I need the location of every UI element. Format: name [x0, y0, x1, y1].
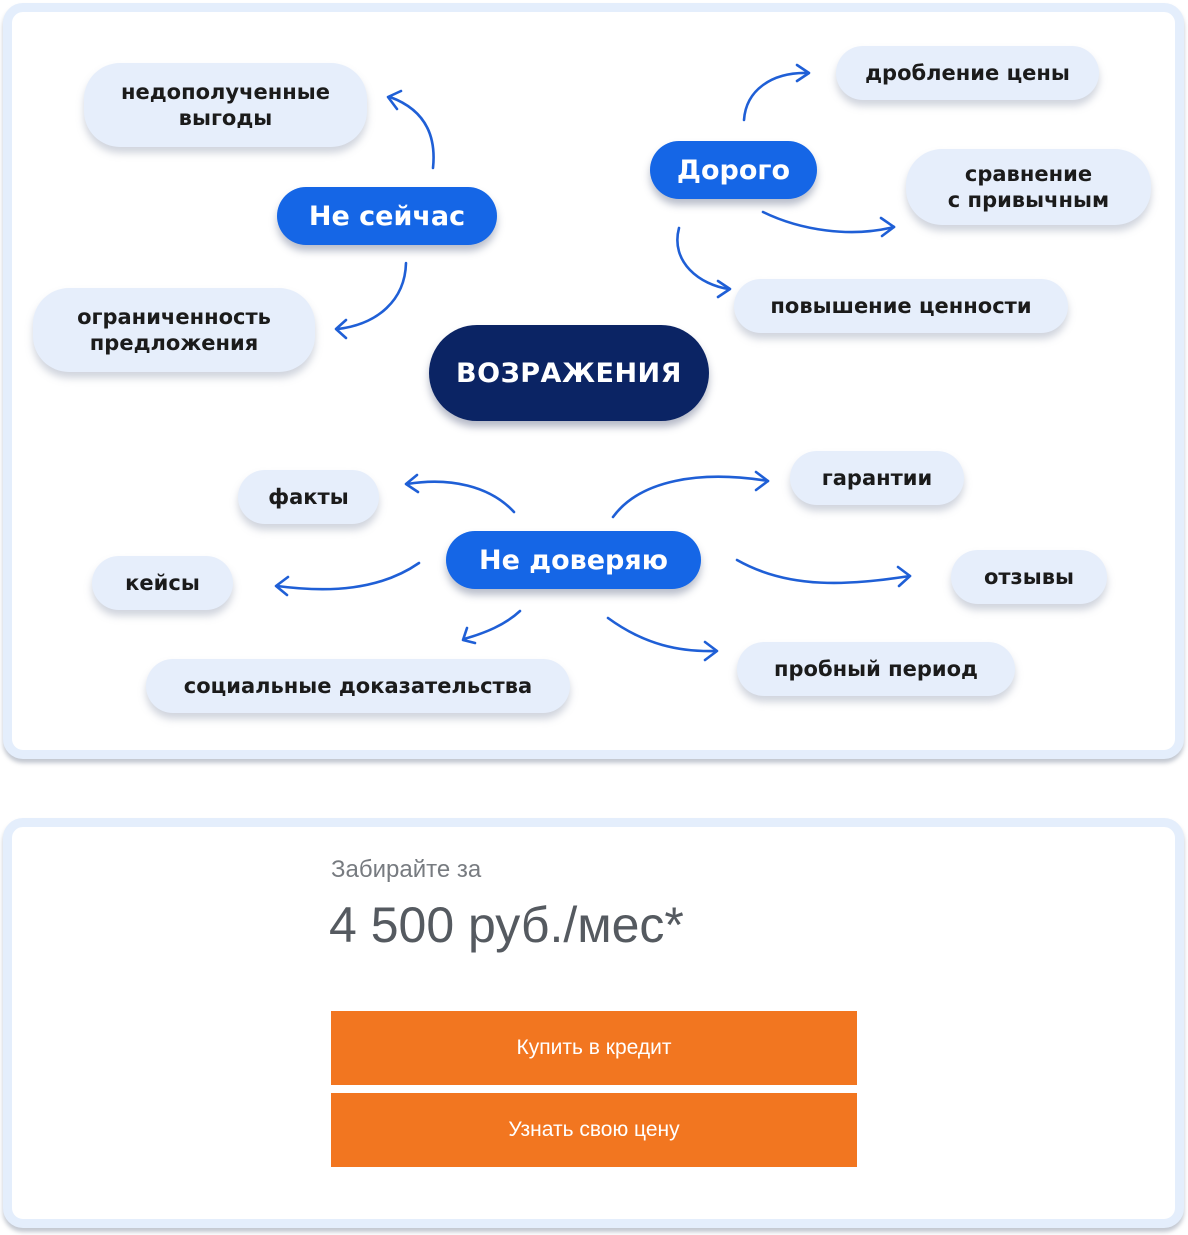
center-node: ВОЗРАЖЕНИЯ [429, 325, 709, 421]
branch-distrust: Не доверяю [446, 531, 701, 589]
price-value: 4 500 руб./мес* [329, 897, 684, 953]
buy-on-credit-button[interactable]: Купить в кредит [331, 1011, 857, 1085]
leaf-trial: пробный период [737, 642, 1015, 696]
branch-not-now: Не сейчас [277, 187, 497, 245]
leaf-comparison: сравнение с привычным [906, 149, 1151, 225]
leaf-social-proof: социальные доказательства [146, 659, 570, 713]
find-your-price-button[interactable]: Узнать свою цену [331, 1093, 857, 1167]
leaf-facts: факты [238, 470, 379, 524]
leaf-cases: кейсы [92, 556, 233, 610]
leaf-reviews: отзывы [951, 550, 1107, 604]
leaf-guarantees: гарантии [790, 451, 964, 505]
leaf-price-split: дробление цены [836, 46, 1099, 100]
price-label: Забирайте за [331, 856, 482, 883]
leaf-limited-offer: ограниченность предложения [33, 288, 315, 372]
branch-expensive: Дорого [650, 141, 817, 199]
leaf-value-increase: повышение ценности [734, 279, 1068, 333]
leaf-missed-benefits: недополученные выгоды [84, 63, 367, 147]
